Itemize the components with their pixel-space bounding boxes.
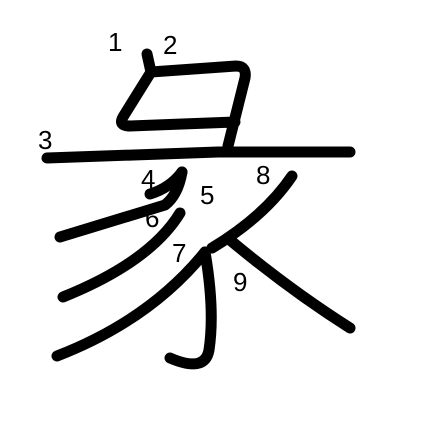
stroke-number-4: 4 bbox=[141, 164, 155, 194]
stroke-number-1: 1 bbox=[108, 27, 122, 57]
stroke-7 bbox=[164, 246, 217, 370]
stroke-5 bbox=[54, 166, 188, 243]
stroke-number-9: 9 bbox=[233, 267, 247, 297]
stroke-number-2: 2 bbox=[163, 30, 177, 60]
stroke-6 bbox=[57, 207, 186, 303]
stroke-2 bbox=[116, 60, 251, 152]
stroke-number-3: 3 bbox=[38, 125, 52, 155]
stroke-number-7: 7 bbox=[172, 238, 186, 268]
stroke-number-5: 5 bbox=[200, 180, 214, 210]
stroke-3 bbox=[41, 146, 356, 164]
stroke-8 bbox=[206, 170, 298, 254]
stroke-number-8: 8 bbox=[256, 160, 270, 190]
stroke-number-6: 6 bbox=[145, 203, 159, 233]
stroke-7-sweep bbox=[51, 246, 211, 362]
stroke-9 bbox=[224, 234, 356, 334]
